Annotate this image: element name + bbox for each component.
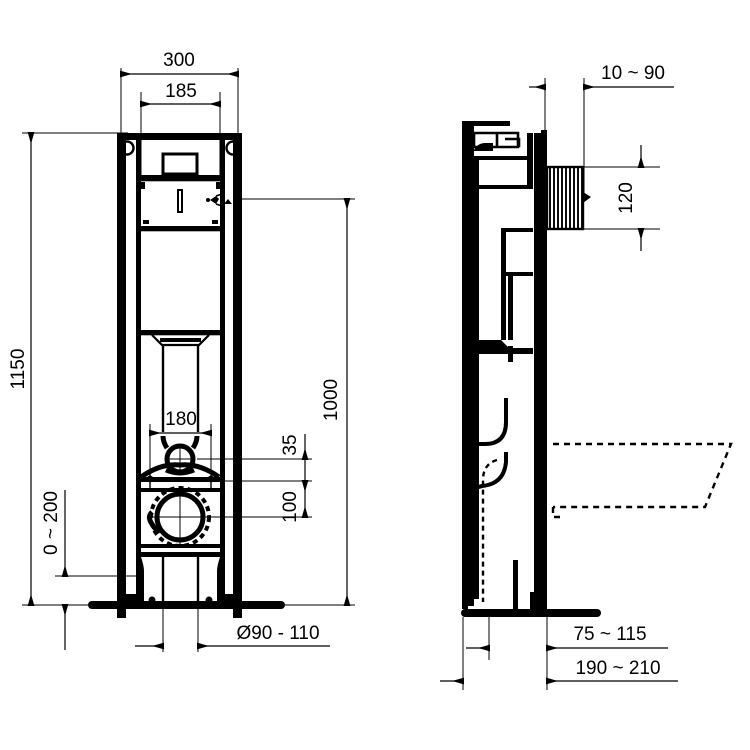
cistern-body	[137, 175, 232, 230]
adjustable-feet	[126, 557, 234, 604]
dimension-label-outlet-diameter: Ø90 - 110	[236, 623, 319, 644]
dimension-120	[583, 145, 660, 251]
soil-outlet-pipe	[139, 486, 222, 557]
side-body-panel	[474, 130, 547, 612]
dimension-180	[149, 424, 212, 476]
flush-plate-access	[545, 165, 591, 231]
flush-pipe	[161, 344, 200, 432]
dimension-185	[140, 92, 221, 178]
dimension-label-190-210: 190 ~ 210	[575, 658, 660, 679]
dimension-outlet-diameter	[135, 609, 330, 652]
dimension-100	[206, 480, 312, 518]
dimension-300	[120, 68, 239, 136]
dimension-0-200	[55, 490, 136, 650]
dimension-label-1150: 1150	[8, 349, 29, 390]
side-cistern-block	[468, 126, 533, 606]
side-floor-plate	[461, 609, 601, 617]
frame-top-rail	[117, 133, 242, 156]
cistern-tank	[137, 228, 224, 347]
dimension-label-120: 120	[616, 182, 637, 214]
dimension-label-75-115: 75 ~ 115	[573, 624, 646, 645]
dimension-1150	[22, 132, 128, 606]
dimension-label-180: 180	[165, 409, 197, 430]
dimension-label-35: 35	[280, 434, 301, 455]
flush-plate-opening	[161, 152, 199, 176]
dimension-label-1000: 1000	[321, 379, 342, 421]
flush-connector	[160, 435, 200, 476]
dimension-75-115	[466, 617, 668, 660]
side-trap-profile	[466, 398, 541, 611]
dimension-35	[197, 434, 312, 482]
dimension-label-0-200: 0 ~ 200	[41, 491, 62, 555]
front-elevation-view	[22, 68, 355, 652]
rear-panel	[462, 121, 510, 609]
toilet-bowl-outline	[551, 442, 733, 519]
dimension-label-300: 300	[163, 50, 195, 71]
dimension-label-185: 185	[165, 81, 197, 102]
frame-uprights	[117, 133, 242, 618]
dimension-label-100: 100	[280, 491, 301, 523]
dimension-label-10-90: 10 ~ 90	[601, 63, 665, 84]
dimension-10-90	[529, 78, 674, 200]
dimension-190-210	[440, 617, 678, 690]
side-section-view	[440, 78, 733, 690]
dimension-1000	[236, 198, 355, 606]
floor-base-plate	[88, 601, 285, 609]
